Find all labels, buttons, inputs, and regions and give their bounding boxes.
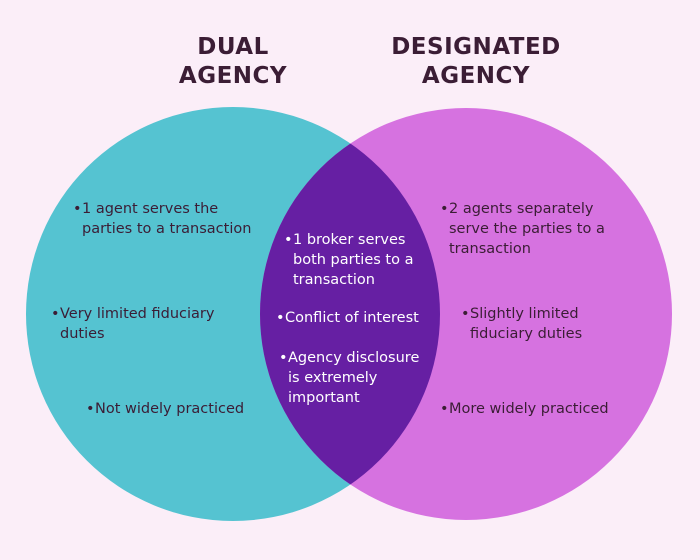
bullet-icon: • xyxy=(73,201,82,217)
item-line: serve the parties to a xyxy=(449,221,605,237)
title-line: DUAL xyxy=(197,34,269,60)
bullet-icon: • xyxy=(440,401,449,417)
bullet-icon: • xyxy=(51,306,60,322)
bullet-icon: • xyxy=(276,310,285,326)
designated-item-1: • 2 agents separately serve the parties … xyxy=(440,199,605,259)
overlap-item-3: • Agency disclosure is extremely importa… xyxy=(279,348,420,408)
item-line: Slightly limited xyxy=(470,306,579,322)
item-line: both parties to a xyxy=(293,252,414,268)
item-line: 2 agents separately xyxy=(449,201,594,217)
item-line: transaction xyxy=(293,272,375,288)
item-line: Not widely practiced xyxy=(95,401,245,417)
item-line: Very limited fiduciary xyxy=(60,306,215,322)
title-line: AGENCY xyxy=(178,63,288,89)
item-line: duties xyxy=(60,326,105,342)
overlap-item-1: • 1 broker serves both parties to a tran… xyxy=(284,230,414,290)
item-line: fiduciary duties xyxy=(470,326,583,342)
bullet-icon: • xyxy=(284,232,293,248)
bullet-icon: • xyxy=(279,350,288,366)
bullet-icon: • xyxy=(440,201,449,217)
item-line: Conflict of interest xyxy=(285,310,419,326)
item-line: is extremely xyxy=(288,370,378,386)
bullet-icon: • xyxy=(86,401,95,417)
overlap-item-2: • Conflict of interest xyxy=(276,308,419,328)
item-line: important xyxy=(288,390,360,406)
item-line: transaction xyxy=(449,241,531,257)
item-line: parties to a transaction xyxy=(82,221,252,237)
item-line: 1 agent serves the xyxy=(82,201,219,217)
item-line: 1 broker serves xyxy=(293,232,406,248)
designated-item-2: • Slightly limited fiduciary duties xyxy=(461,304,583,344)
dual-agency-title: DUAL AGENCY xyxy=(133,33,333,91)
title-line: DESIGNATED xyxy=(391,34,561,60)
title-line: AGENCY xyxy=(421,63,531,89)
designated-agency-title: DESIGNATED AGENCY xyxy=(366,33,586,91)
bullet-icon: • xyxy=(461,306,470,322)
designated-item-3: • More widely practiced xyxy=(440,399,609,419)
item-line: Agency disclosure xyxy=(288,350,420,366)
dual-item-3: • Not widely practiced xyxy=(86,399,245,419)
dual-item-1: • 1 agent serves the parties to a transa… xyxy=(73,199,252,239)
overlap-region xyxy=(260,108,440,520)
dual-item-2: • Very limited fiduciary duties xyxy=(51,304,215,344)
item-line: More widely practiced xyxy=(449,401,609,417)
